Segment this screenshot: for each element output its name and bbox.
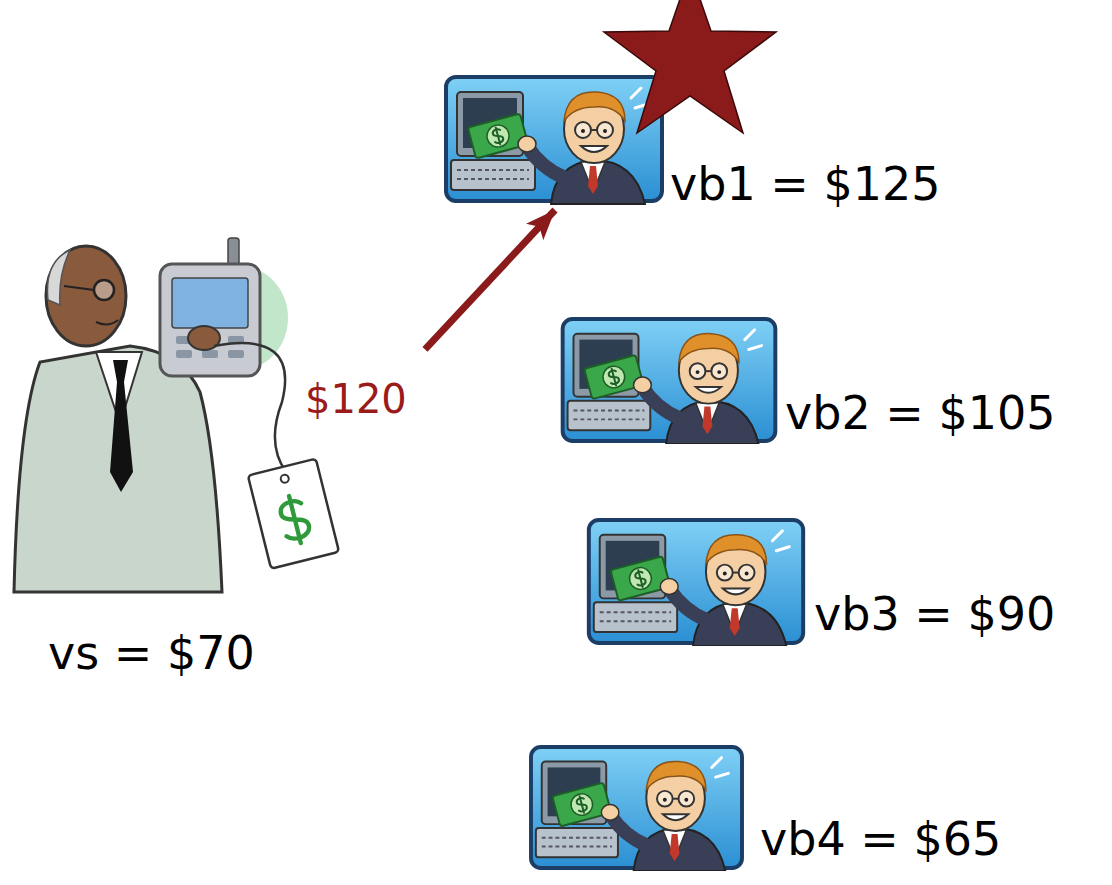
buyer-clipart bbox=[563, 319, 776, 444]
winner-star bbox=[604, 0, 776, 133]
offer-arrow bbox=[425, 210, 555, 349]
value-label: vb1 = $125 bbox=[670, 158, 941, 210]
value-label: vs = $70 bbox=[48, 627, 255, 679]
seller-figure bbox=[14, 238, 339, 592]
buyer-box: vb3 = $90 bbox=[584, 515, 1104, 647]
value-label: vb3 = $90 bbox=[814, 588, 1055, 640]
value-label: vb4 = $65 bbox=[760, 813, 1001, 865]
seller-box: vs = $70 bbox=[10, 235, 425, 675]
buyer-box: vb4 = $65 bbox=[524, 742, 1084, 874]
buyer-box: vb1 = $125 bbox=[443, 70, 1003, 210]
buyer-clipart bbox=[531, 747, 742, 871]
buyer-box: vb2 = $105 bbox=[557, 315, 1097, 445]
buyer-clipart bbox=[446, 77, 662, 204]
value-label: vb2 = $105 bbox=[785, 387, 1056, 439]
price-label: $120 bbox=[305, 376, 407, 422]
buyer-clipart bbox=[589, 520, 803, 646]
